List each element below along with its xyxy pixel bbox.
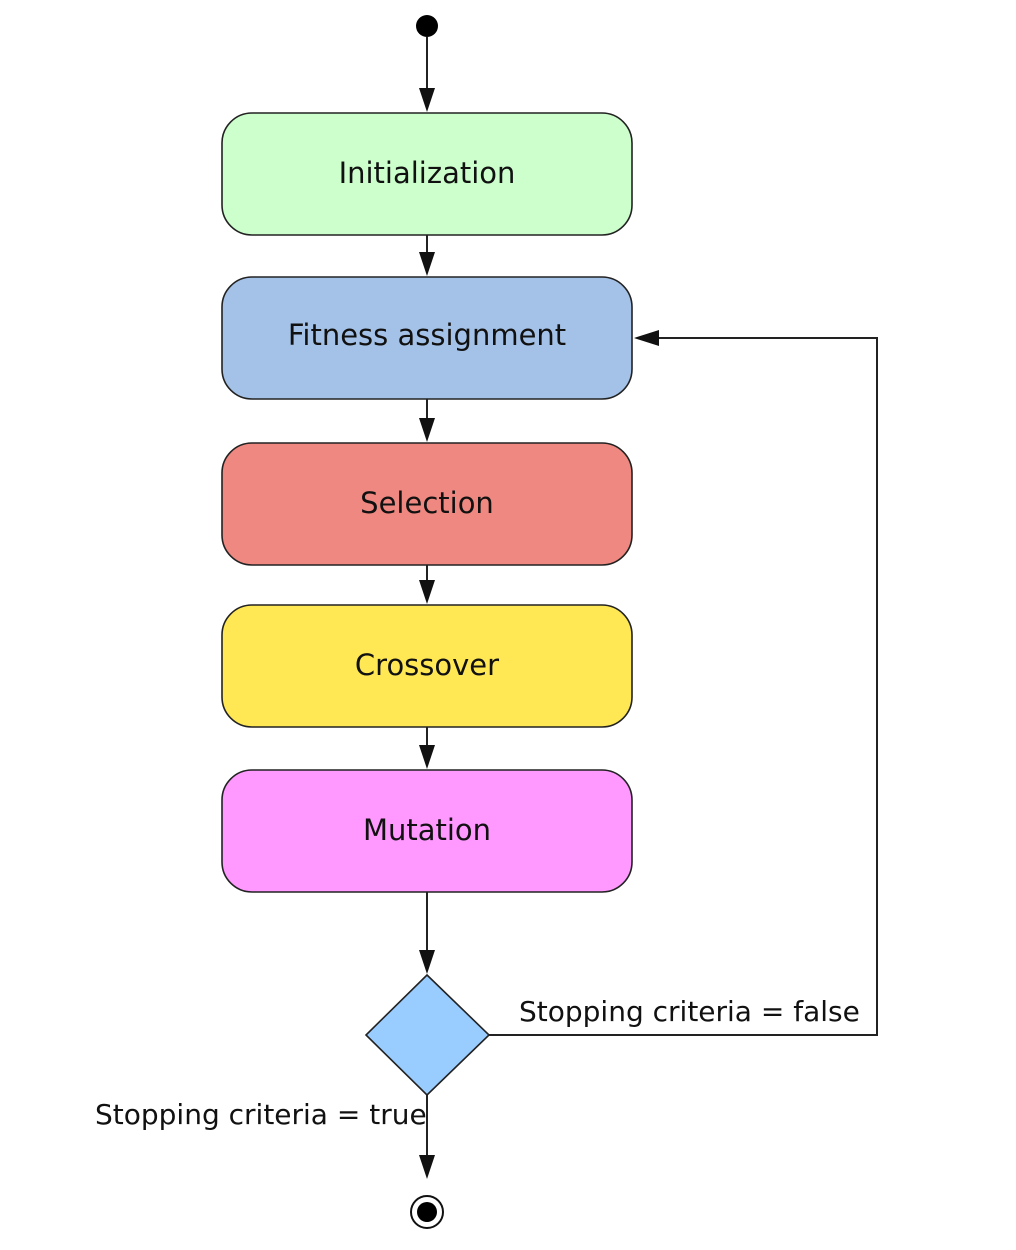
stage-selection: Selection (221, 442, 633, 566)
arrow-mutation-to-decision (419, 892, 435, 974)
arrow-decision-to-end (419, 1095, 435, 1179)
stage-crossover: Crossover (221, 604, 633, 728)
stage-selection-label: Selection (360, 486, 494, 520)
arrow-fitness-to-selection (419, 399, 435, 442)
stage-initialization: Initialization (221, 112, 633, 236)
start-node (416, 15, 438, 37)
decision-diamond (364, 973, 491, 1097)
stage-crossover-label: Crossover (355, 648, 499, 682)
arrow-crossover-to-mutation (419, 727, 435, 769)
stopping-criteria-false-label: Stopping criteria = false (519, 995, 860, 1028)
arrow-loop-back-to-fitness (489, 330, 878, 1036)
stage-mutation-label: Mutation (363, 813, 491, 847)
arrow-selection-to-crossover (419, 565, 435, 604)
stopping-criteria-true-label: Stopping criteria = true (95, 1098, 427, 1131)
stage-fitness-assignment: Fitness assignment (221, 276, 633, 400)
arrow-start-to-initialization (419, 37, 435, 112)
end-node (410, 1195, 444, 1229)
stage-fitness-assignment-label: Fitness assignment (288, 318, 566, 352)
stage-mutation: Mutation (221, 769, 633, 893)
arrow-initialization-to-fitness (419, 235, 435, 276)
stage-initialization-label: Initialization (339, 156, 516, 190)
